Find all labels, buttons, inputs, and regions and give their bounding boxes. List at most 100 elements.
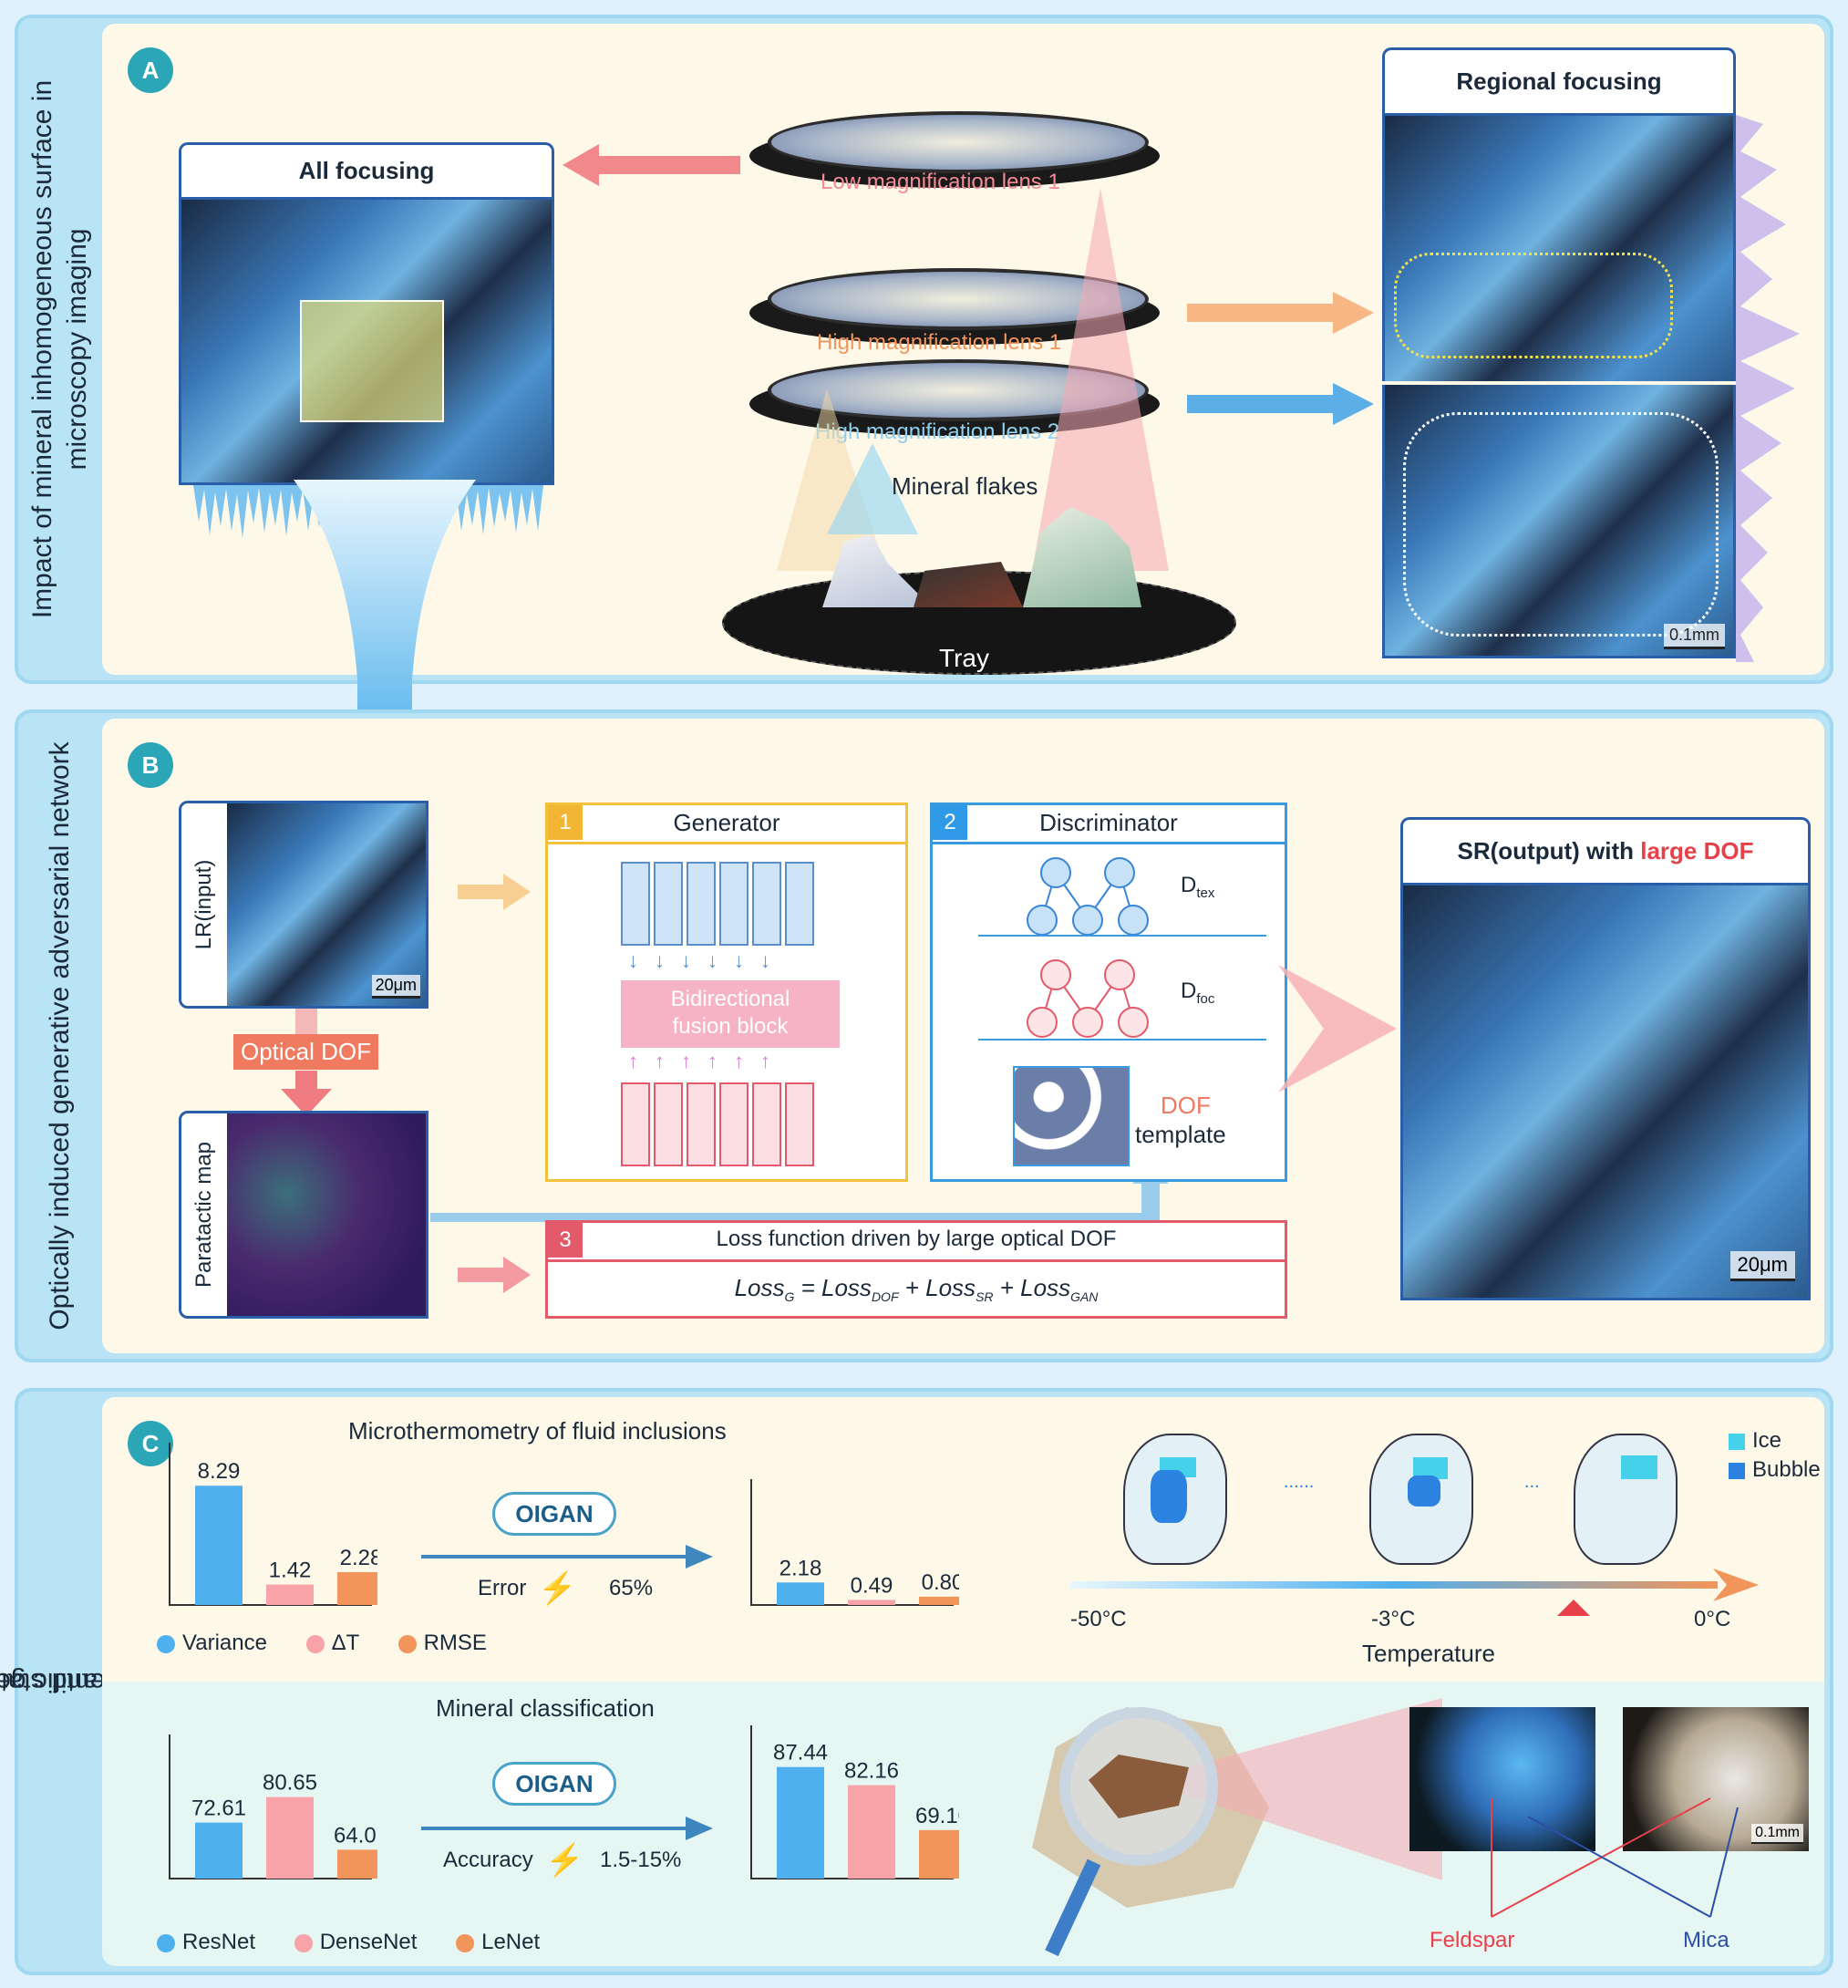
lens-high-2-label: High magnification lens 2 — [815, 419, 1060, 444]
bar-value-label: 80.65 — [263, 1771, 317, 1796]
error-pct: 65% — [609, 1576, 654, 1600]
tray-label: Tray — [939, 644, 989, 672]
temp-label-0: 0°C — [1694, 1607, 1731, 1631]
dof-template-image — [1013, 1066, 1130, 1166]
all-focusing-image — [179, 197, 554, 485]
sr-output-image: 20μm — [1400, 883, 1811, 1300]
mica-label: Mica — [1683, 1928, 1729, 1952]
accuracy-label: Accuracy — [443, 1848, 533, 1872]
optical-dof-arrow-head — [281, 1071, 332, 1116]
bar-variance — [195, 1486, 243, 1605]
legend-bubble: Bubble — [1729, 1457, 1821, 1483]
lr-input-image: 20μm — [227, 803, 426, 1006]
d-foc-network-icon — [1027, 959, 1149, 1038]
temperature-axis — [1070, 1569, 1759, 1616]
zigzag-icon-bottom: ⚡ — [545, 1843, 584, 1878]
arrow-high-2 — [1187, 383, 1374, 425]
panel-c: Applied on scientific geologic casesfor … — [0, 1388, 1833, 1975]
panel-b-side-title: Optically induced generative adversarial… — [45, 741, 75, 1331]
dots-2: ... — [1524, 1472, 1540, 1492]
bar-value-label: 2.18 — [779, 1556, 822, 1580]
arrow-map-to-loss — [458, 1257, 531, 1293]
feldspar-image — [1409, 1707, 1595, 1851]
d-tex-label: Dtex — [1181, 873, 1215, 901]
panel-b-content: B LR(input) 20μm Optical DOF Paratactic … — [102, 719, 1824, 1353]
mineral-flakes-label: Mineral flakes — [892, 472, 1038, 500]
legend-ice: Ice — [1729, 1428, 1781, 1454]
temp-label-minus-50: -50°C — [1070, 1607, 1127, 1631]
discriminator-box: 2 Discriminator Dtex Dfoc DOF temp — [930, 802, 1287, 1182]
bar-densenet — [848, 1785, 895, 1879]
lr-scale-bar: 20μm — [371, 975, 420, 999]
bar-value-label: 64.07 — [334, 1823, 377, 1848]
dof-template-label-1: DOF — [1161, 1092, 1211, 1119]
bar-value-label: 69.10 — [915, 1804, 959, 1828]
arrow-to-all-focusing — [563, 144, 740, 186]
bar-value-label: 0.80 — [922, 1570, 959, 1595]
regional-focusing-bottom-image: 0.1mm — [1382, 385, 1736, 658]
bar-value-label: 1.42 — [269, 1558, 312, 1583]
dof-template-label-2: template — [1135, 1121, 1226, 1148]
inclusion-shape-3 — [1574, 1434, 1678, 1565]
mineral-title: Mineral classification — [436, 1694, 655, 1722]
oigan-arrow-top — [421, 1545, 713, 1569]
all-focusing-spikes — [193, 485, 543, 538]
bar-lenet — [919, 1829, 959, 1879]
loss-title: Loss function driven by large optical DO… — [716, 1227, 1117, 1251]
magnifier-icon — [1059, 1707, 1218, 1866]
focus-region-highlight — [300, 300, 444, 422]
lens-low-1: Low magnification lens 1 — [749, 106, 1160, 206]
bar-resnet — [777, 1766, 824, 1879]
mica-scale-bar: 0.1mm — [1751, 1824, 1803, 1844]
regional-scale-bar: 0.1mm — [1664, 624, 1726, 649]
lr-input-label: LR(input) — [191, 859, 216, 950]
regional-focusing-title: Regional focusing — [1382, 47, 1736, 113]
panel-a-side-title: Impact of mineral inhomogeneous surface … — [27, 79, 92, 619]
bar-rmse — [919, 1596, 959, 1605]
mineral-crystals — [804, 507, 1151, 607]
bar-variance — [777, 1582, 824, 1605]
zigzag-icon-top: ⚡ — [538, 1571, 577, 1606]
down-arrows: ↓↓↓↓↓↓ — [628, 949, 787, 972]
oigan-arrow-bottom — [421, 1817, 713, 1840]
light-cones — [777, 188, 1169, 571]
chart-variance-before: 8.291.422.28 — [169, 1443, 377, 1606]
fusion-block: Bidirectional fusion block — [621, 980, 840, 1048]
loss-formula: LossG = LossDOF + LossSR + LossGAN — [734, 1274, 1099, 1305]
lens-low-1-label: Low magnification lens 1 — [821, 170, 1060, 194]
output-scale-bar: 20μm — [1729, 1251, 1795, 1281]
fusion-block-line-2: fusion block — [672, 1014, 789, 1039]
up-arrows: ↑↑↑↑↑↑ — [628, 1050, 787, 1072]
arrow-to-output — [1278, 965, 1397, 1092]
decoder-blocks — [621, 1082, 831, 1166]
temp-label-minus-3: -3°C — [1371, 1607, 1416, 1631]
oigan-badge-top: OIGAN — [492, 1492, 616, 1536]
paratactic-map-image — [227, 1113, 426, 1316]
badge-b: B — [128, 742, 173, 788]
d-tex-network-icon — [1027, 857, 1149, 936]
micro-title: Microthermometry of fluid inclusions — [348, 1417, 727, 1444]
generator-box: 1 Generator ↓↓↓↓↓↓ Bidirectional fusion … — [545, 802, 908, 1182]
lens-high-1-label: High magnification lens 1 — [817, 330, 1062, 355]
paratactic-map-label: Paratactic map — [191, 1141, 216, 1289]
inclusion-shape-1 — [1123, 1434, 1227, 1565]
magnifier-beam — [1141, 1698, 1442, 1880]
magnifier-handle — [1045, 1859, 1101, 1957]
arrow-map-to-template — [430, 1165, 1169, 1222]
optical-dof-label: Optical DOF — [233, 1034, 379, 1070]
panel-c-side-title: Applied on scientific geologic casesfor … — [0, 1667, 275, 1697]
badge-a: A — [128, 47, 173, 93]
dots-1: ...... — [1284, 1472, 1315, 1492]
sr-output-title: SR(output) with large DOF — [1400, 817, 1811, 883]
pointer-lines — [1491, 1797, 1739, 1918]
bar-resnet — [195, 1822, 243, 1879]
bar-t — [848, 1600, 895, 1605]
discriminator-title: Discriminator — [1039, 809, 1178, 836]
discriminator-number: 2 — [933, 805, 967, 840]
panel-c-content: C Microthermometry of fluid inclusions M… — [102, 1397, 1824, 1966]
bar-value-label: 72.61 — [191, 1796, 246, 1821]
encoder-blocks — [621, 862, 831, 946]
arrow-high-1 — [1187, 292, 1374, 334]
